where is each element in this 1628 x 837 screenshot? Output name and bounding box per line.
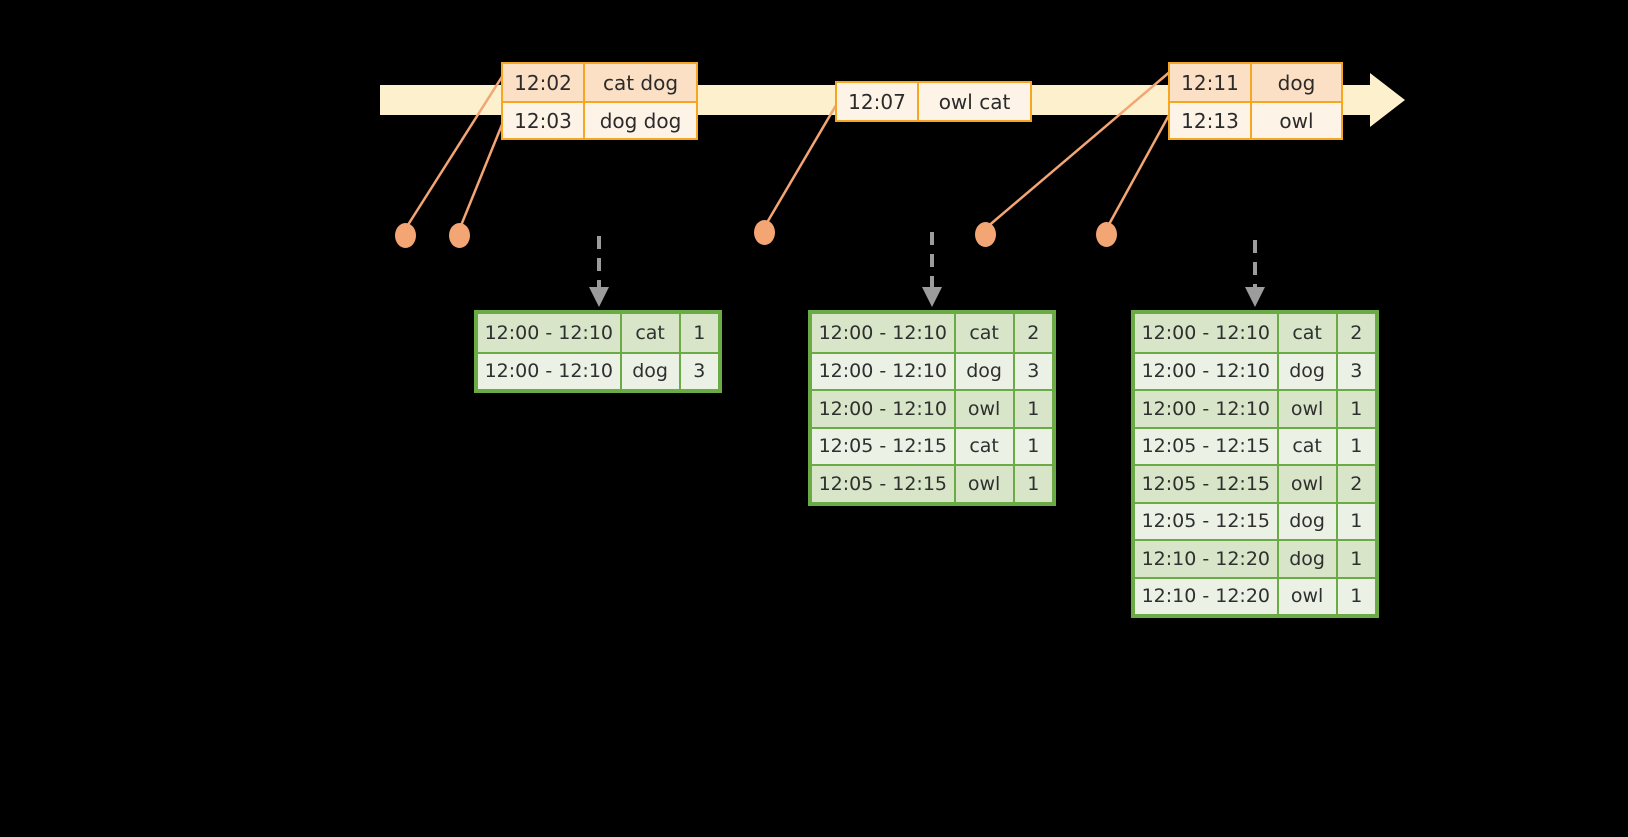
leader-line-5 (1105, 105, 1176, 229)
window-range-cell: 12:05 - 12:15 (812, 428, 956, 464)
event-words: dog dog (599, 108, 682, 133)
event-time: 12:07 (837, 83, 919, 120)
arrowhead-3 (1245, 287, 1265, 307)
word-key-cell: owl (1279, 578, 1338, 614)
window-range-cell: 12:10 - 12:20 (1135, 578, 1279, 614)
word-key-cell: owl (1279, 391, 1338, 427)
event-words: dog (1277, 70, 1316, 95)
word-key-cell: cat (622, 314, 681, 352)
marker-dot (975, 222, 996, 247)
window-range-cell: 12:00 - 12:10 (1135, 391, 1279, 427)
event-words: owl cat (938, 89, 1011, 114)
word-key-cell: cat (1279, 314, 1338, 352)
count-cell: 3 (1027, 360, 1040, 383)
event-words: cat dog (602, 70, 679, 95)
event-time: 12:13 (1170, 103, 1252, 138)
count-cell: 1 (1350, 547, 1363, 570)
arrowhead-2 (922, 287, 942, 307)
count-cell: 1 (1027, 397, 1040, 420)
count-cell: 3 (693, 360, 706, 383)
window-range-cell: 12:05 - 12:15 (1135, 428, 1279, 464)
window-range-cell: 12:05 - 12:15 (1135, 503, 1279, 539)
count-cell: 2 (1027, 321, 1040, 344)
event-row: 12:02 cat dog (503, 64, 696, 101)
arrowhead-1 (589, 287, 609, 307)
window-range-cell: 12:00 - 12:10 (1135, 314, 1279, 352)
word-key-cell: dog (1279, 541, 1338, 577)
timeline-arrowhead (1370, 73, 1405, 127)
event-time: 12:11 (1170, 64, 1252, 101)
count-cell: 1 (1350, 435, 1363, 458)
marker-dot (449, 223, 470, 248)
window-range-cell: 12:00 - 12:10 (812, 353, 956, 389)
word-key-cell: owl (956, 466, 1015, 502)
window-range-cell: 12:00 - 12:10 (478, 353, 622, 389)
count-cell: 1 (1350, 397, 1363, 420)
word-key-cell: dog (622, 353, 681, 389)
event-time: 12:02 (503, 64, 585, 101)
count-cell: 1 (1027, 472, 1040, 495)
word-key-cell: cat (956, 428, 1015, 464)
word-key-cell: cat (956, 314, 1015, 352)
window-range-cell: 12:10 - 12:20 (1135, 541, 1279, 577)
count-cell: 2 (1350, 321, 1363, 344)
event-time: 12:03 (503, 103, 585, 138)
word-key-cell: dog (1279, 503, 1338, 539)
word-key-cell: dog (1279, 353, 1338, 389)
word-key-cell: owl (1279, 466, 1338, 502)
window-range-cell: 12:05 - 12:15 (812, 466, 956, 502)
count-cell: 3 (1350, 360, 1363, 383)
count-cell: 2 (1350, 472, 1363, 495)
marker-dot (1096, 222, 1117, 247)
window-range-cell: 12:05 - 12:15 (1135, 466, 1279, 502)
count-cell: 1 (1350, 510, 1363, 533)
window-range-cell: 12:00 - 12:10 (478, 314, 622, 352)
event-box-b: 12:07 owl cat (835, 81, 1032, 122)
marker-dot (395, 223, 416, 248)
window-range-cell: 12:00 - 12:10 (1135, 353, 1279, 389)
word-key-cell: owl (956, 391, 1015, 427)
event-row: 12:13 owl (1170, 101, 1341, 138)
word-key-cell: cat (1279, 428, 1338, 464)
count-cell: 1 (693, 321, 706, 344)
event-row: 12:03 dog dog (503, 101, 696, 138)
event-box-c: 12:11 dog 12:13 owl (1168, 62, 1343, 140)
event-row: 12:11 dog (1170, 64, 1341, 101)
window-range-cell: 12:00 - 12:10 (812, 314, 956, 352)
event-row: 12:07 owl cat (837, 83, 1030, 120)
count-cell: 1 (1027, 435, 1040, 458)
marker-dot (754, 220, 775, 245)
count-cell: 1 (1350, 585, 1363, 608)
event-words: owl (1279, 108, 1314, 133)
event-box-a: 12:02 cat dog 12:03 dog dog (501, 62, 698, 140)
word-key-cell: dog (956, 353, 1015, 389)
window-range-cell: 12:00 - 12:10 (812, 391, 956, 427)
